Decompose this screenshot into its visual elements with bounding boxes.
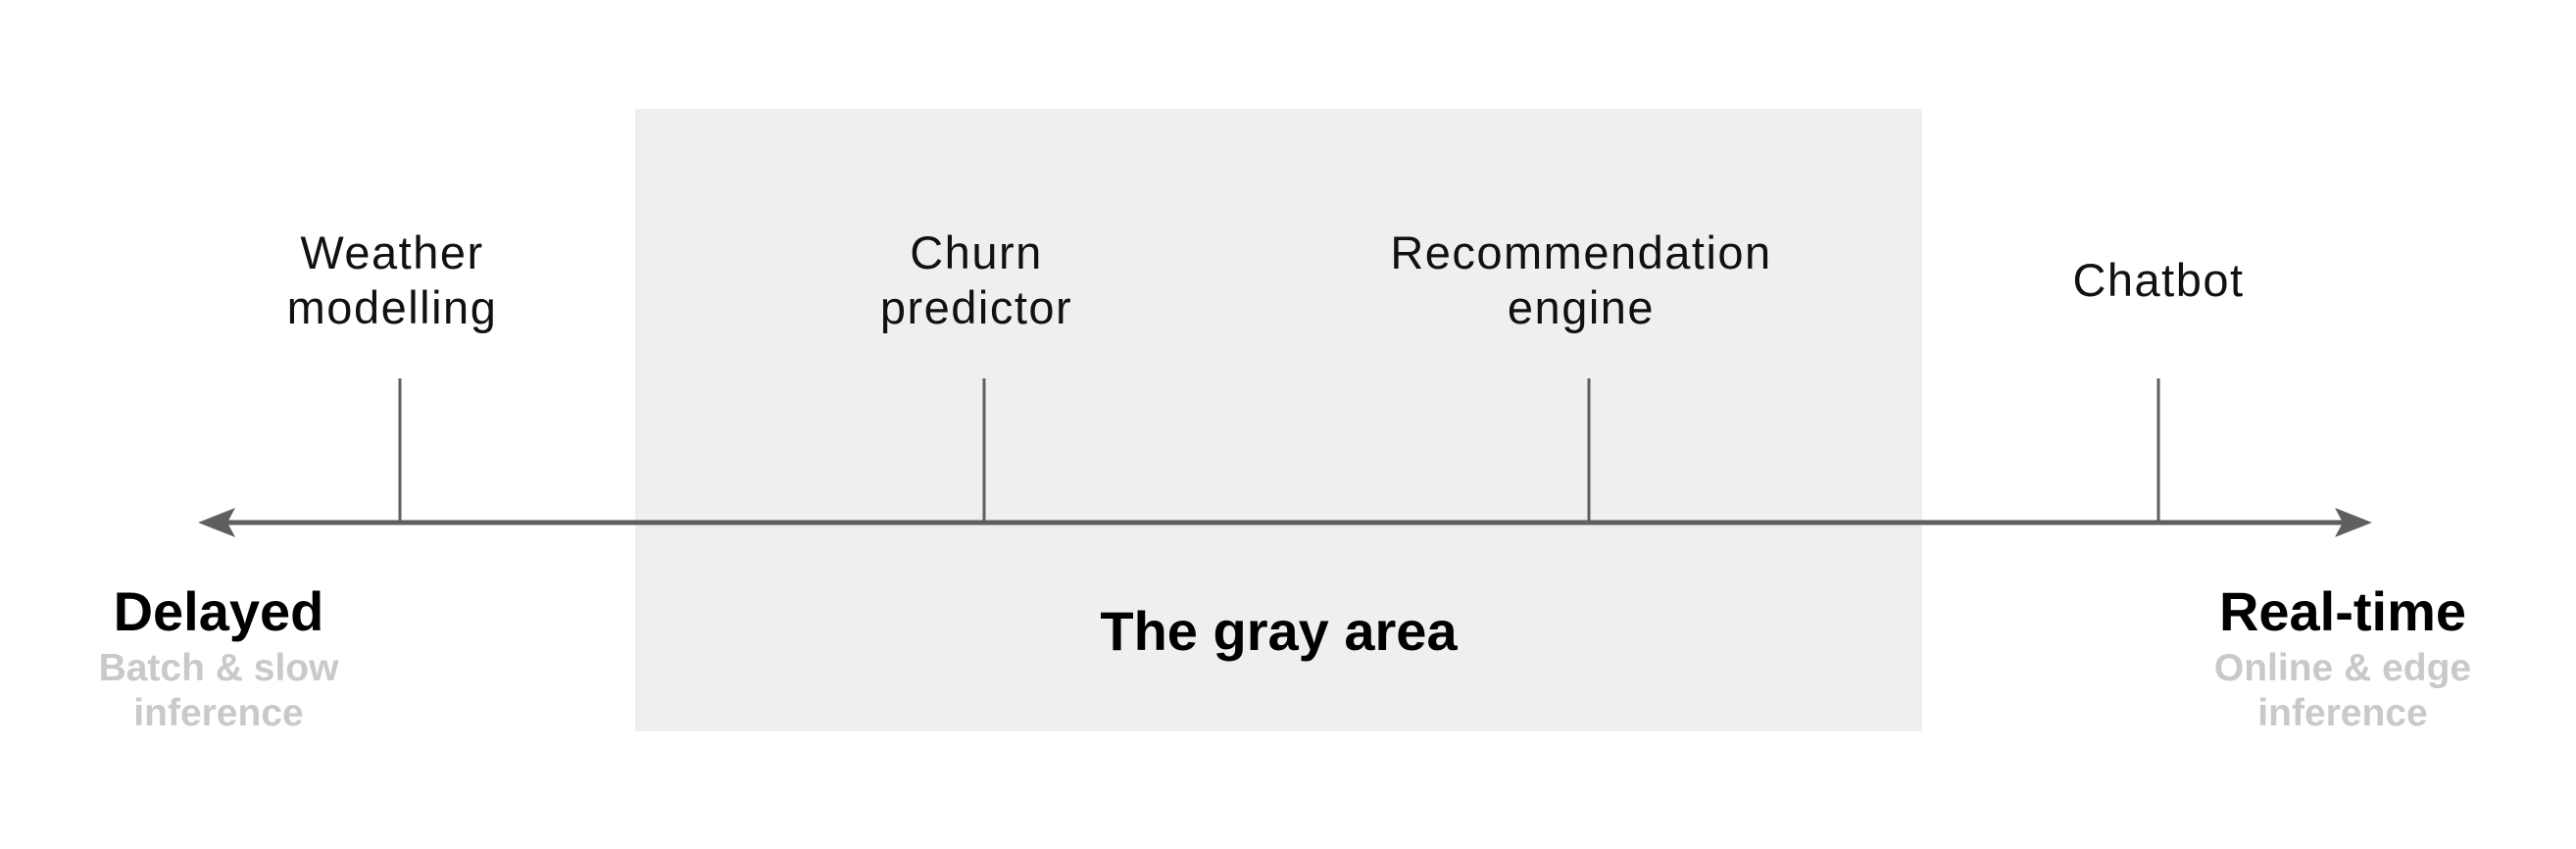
left-subtitle-line: Batch & slow xyxy=(98,647,339,689)
left-endpoint-title: Delayed xyxy=(113,580,324,642)
left-arrowhead xyxy=(198,508,235,537)
example-recommendation-engine: Recommendation engine xyxy=(1307,225,1856,335)
left-endpoint-subtitle: Batch & slow inference xyxy=(13,646,424,736)
example-chatbot: Chatbot xyxy=(1884,253,2433,308)
example-label-line: Recommendation xyxy=(1390,226,1772,278)
example-label-line: Weather xyxy=(300,226,484,278)
left-subtitle-line: inference xyxy=(133,692,304,734)
right-endpoint-subtitle: Online & edge inference xyxy=(2137,646,2549,736)
example-label-line: Churn xyxy=(910,226,1043,278)
example-label-line: engine xyxy=(1507,281,1656,333)
right-subtitle-line: Online & edge xyxy=(2213,647,2472,689)
example-label-line: Chatbot xyxy=(2072,254,2245,306)
example-churn-predictor: Churn predictor xyxy=(702,225,1251,335)
example-weather-modelling: Weather modelling xyxy=(118,225,667,335)
gray-area-title: The gray area xyxy=(1100,600,1458,662)
example-label-line: predictor xyxy=(879,281,1073,333)
right-endpoint-title: Real-time xyxy=(2218,580,2467,642)
example-label-line: modelling xyxy=(286,281,498,333)
right-arrowhead xyxy=(2335,508,2372,537)
right-subtitle-line: inference xyxy=(2257,692,2428,734)
gray-area-region xyxy=(635,109,1922,731)
